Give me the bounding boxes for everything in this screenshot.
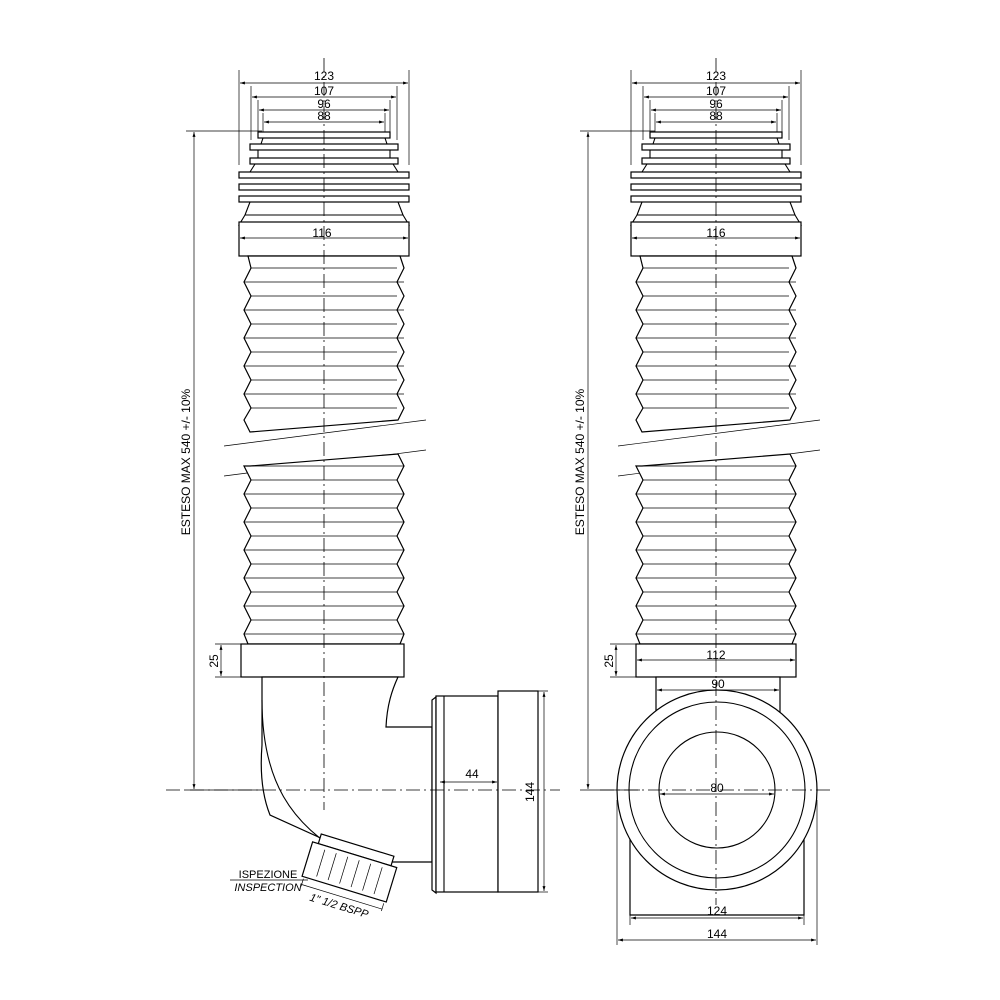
inspection-labels: ISPEZIONE INSPECTION xyxy=(230,869,308,894)
side-view: 123 107 96 88 116 xyxy=(166,58,560,921)
inspection-label-it: ISPEZIONE xyxy=(239,869,298,881)
dim-96: 96 xyxy=(317,97,331,111)
dim-116: 116 xyxy=(312,226,331,240)
inspection-label-en: INSPECTION xyxy=(234,882,301,894)
dim-144-side: 144 xyxy=(523,782,537,802)
dim-length-side: ESTESO MAX 540 +/- 10% xyxy=(179,388,193,535)
dim-25: 25 xyxy=(207,654,221,668)
top-extension-lines xyxy=(238,70,410,165)
length-dimension: ESTESO MAX 540 +/- 10% xyxy=(179,130,262,791)
outlet-front: 90 80 xyxy=(616,676,818,916)
dim-44: 44 xyxy=(465,767,479,781)
dim-96-front: 96 xyxy=(709,97,723,111)
outlet-flange: 144 44 xyxy=(431,690,548,895)
dim-112: 112 xyxy=(706,648,725,662)
dim-124: 124 xyxy=(707,904,727,918)
dim-90: 90 xyxy=(711,677,725,691)
bottom-dimensions-front: 124 144 xyxy=(616,800,818,945)
dim-144-front: 144 xyxy=(707,927,727,941)
front-view: 123 107 96 88 116 xyxy=(573,58,830,945)
dim-length-front: ESTESO MAX 540 +/- 10% xyxy=(573,388,587,535)
dim-80: 80 xyxy=(710,781,724,795)
dim-25-front: 25 xyxy=(602,654,616,668)
bottom-band-front: 112 25 xyxy=(602,643,797,678)
elbow xyxy=(260,676,433,863)
bottom-band: 25 xyxy=(207,643,405,678)
